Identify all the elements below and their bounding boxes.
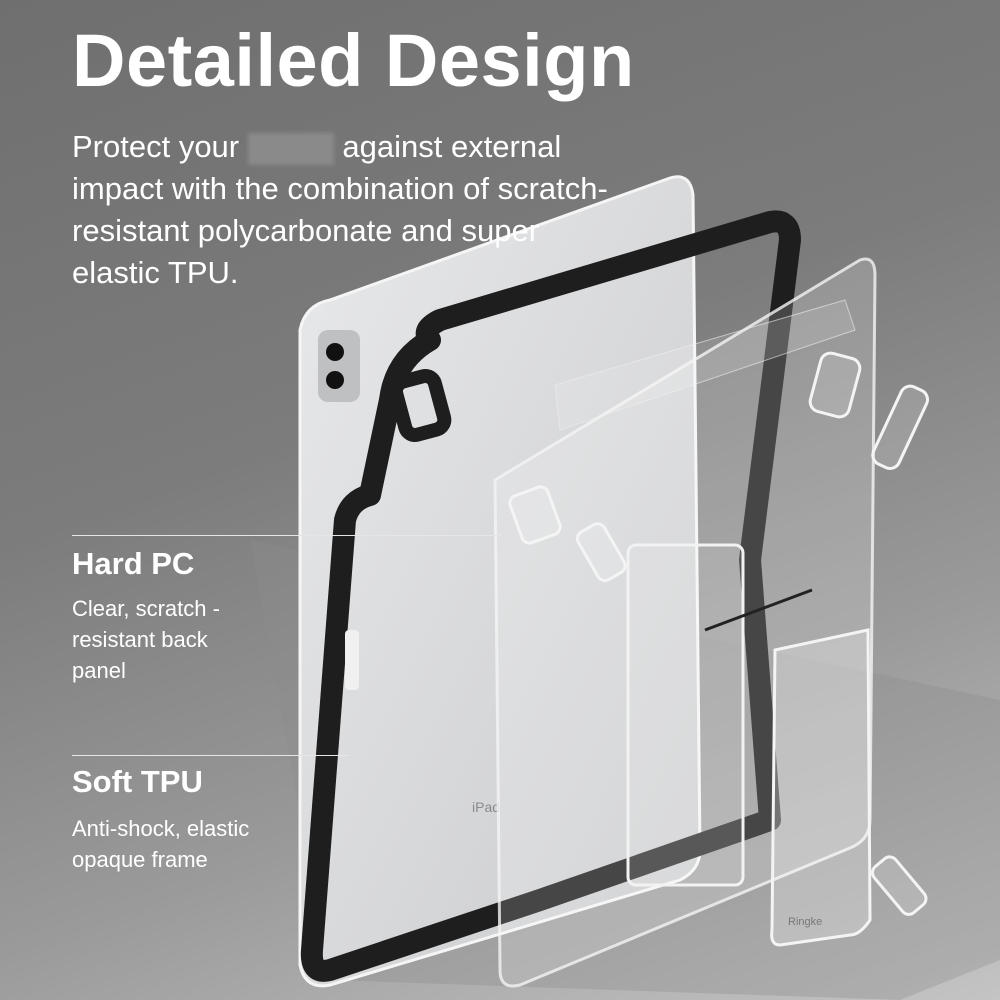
feature-title-hard-pc: Hard PC [72,546,195,581]
pc-back-panel [493,257,877,988]
page-title: Detailed Design [72,19,635,102]
divider-hard-pc [72,535,502,536]
pc-lower-panel: Ringke [770,628,872,947]
camera-cutout [388,368,452,442]
button-cutout [345,630,359,690]
kickstand [626,543,745,887]
camera-lens-icon [326,371,344,389]
tablet-logo: iPad [472,799,500,815]
divider-soft-tpu [72,755,350,756]
intro-text-start: Protect your [72,129,240,164]
intro-text-end: against external impact with the combina… [72,129,608,290]
corner-clips [508,351,930,916]
camera-lens-icon [326,343,344,361]
feature-desc-soft-tpu: Anti-shock, elastic opaque frame [72,816,250,872]
case-logo: Ringke [788,916,822,928]
camera-module [318,330,360,402]
redacted-product-name [247,132,334,165]
feature-desc-hard-pc: Clear, scratch - resistant back panel [72,596,220,683]
feature-title-soft-tpu: Soft TPU [72,764,203,799]
intro-text: Protect your against external impact wit… [72,126,612,294]
